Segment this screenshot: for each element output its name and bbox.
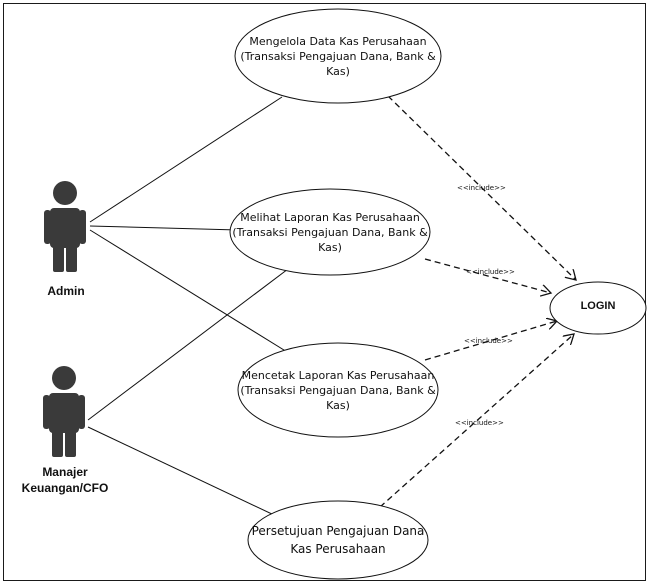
- include-uc3-login: [424, 321, 557, 361]
- login-label[interactable]: LOGIN: [580, 300, 616, 312]
- assoc-manajer-uc2: [87, 265, 293, 421]
- manajer-label-line2: Keuangan/CFO: [21, 481, 109, 495]
- uc3-line3: Kas): [326, 398, 350, 412]
- use-case-uc1-ellipse[interactable]: [234, 8, 442, 104]
- uc2-line2: (Transaksi Pengajuan Dana, Bank &: [232, 225, 428, 239]
- include-uc2-login: [424, 258, 551, 293]
- include-label-uc4: <<include>>: [455, 419, 504, 427]
- use-case-uc3[interactable]: Mencetak Laporan Kas Perusahaan (Transak…: [238, 354, 438, 426]
- use-case-uc2[interactable]: Melihat Laporan Kas Perusahaan (Transaks…: [230, 196, 430, 268]
- use-case-uc1[interactable]: Mengelola Data Kas Perusahaan (Transaksi…: [238, 18, 438, 94]
- manajer-label-line1: Manajer: [42, 465, 88, 479]
- login-use-case-ellipse[interactable]: [549, 281, 647, 335]
- use-case-uc3-ellipse[interactable]: [237, 342, 439, 438]
- use-case-uc2-ellipse[interactable]: [229, 188, 431, 276]
- assoc-admin-uc3: [89, 229, 293, 356]
- uc1-line3: Kas): [326, 64, 350, 78]
- manajer-actor-label: Manajer Keuangan/CFO: [0, 464, 130, 496]
- uc2-line1: Melihat Laporan Kas Perusahaan: [240, 210, 420, 224]
- uc3-line1: Mencetak Laporan Kas Perusahaan: [241, 368, 435, 382]
- include-label-uc3: <<include>>: [464, 337, 513, 345]
- uc2-line3: Kas): [318, 240, 342, 254]
- assoc-manajer-uc4: [87, 426, 275, 516]
- uc4-line2: Kas Perusahaan: [290, 542, 386, 556]
- include-label-uc2: <<include>>: [466, 268, 515, 276]
- uc3-line2: (Transaksi Pengajuan Dana, Bank &: [240, 383, 436, 397]
- use-case-uc4[interactable]: Persetujuan Pengajuan Dana Kas Perusahaa…: [248, 510, 428, 570]
- use-case-uc4-ellipse[interactable]: [247, 500, 429, 580]
- uc4-line1: Persetujuan Pengajuan Dana: [251, 524, 425, 538]
- uc1-line1: Mengelola Data Kas Perusahaan: [249, 34, 427, 48]
- include-label-uc1: <<include>>: [457, 184, 506, 192]
- uc1-line2: (Transaksi Pengajuan Dana, Bank &: [240, 49, 436, 63]
- manajer-actor-icon: [43, 366, 85, 457]
- admin-actor-label: Admin: [47, 284, 85, 298]
- assoc-admin-uc1: [89, 96, 283, 223]
- assoc-admin-uc2: [89, 225, 239, 231]
- admin-actor-icon: [44, 181, 86, 272]
- include-uc1-login: [387, 95, 576, 280]
- include-uc4-login: [379, 334, 574, 508]
